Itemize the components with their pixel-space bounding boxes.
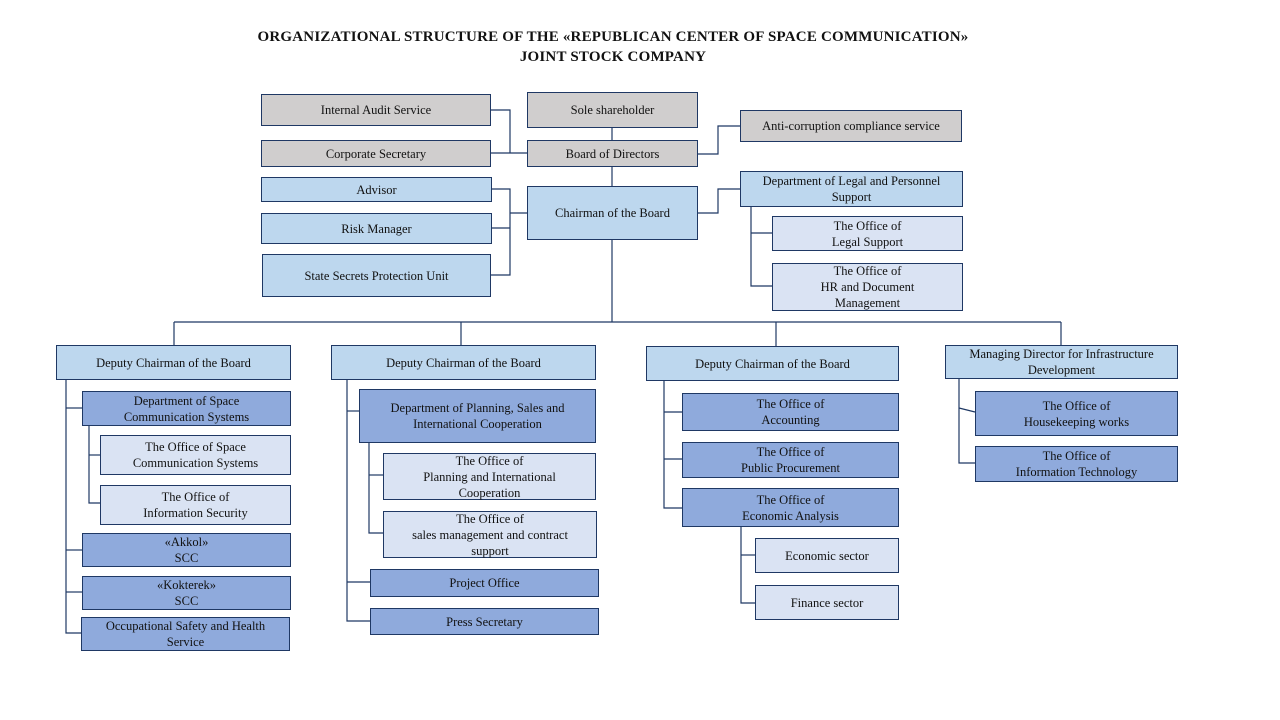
connector [65,379,82,634]
housekeeping-office-box: The Office of Housekeeping works [975,391,1178,436]
kokterek-scc-box: «Kokterek» SCC [82,576,291,610]
connector [663,380,682,509]
planning-sales-department-box: Department of Planning, Sales and Intern… [359,389,596,443]
chairman-of-the-board-box: Chairman of the Board [527,186,698,240]
occupational-safety-service-box: Occupational Safety and Health Service [81,617,290,651]
information-technology-office-box: The Office of Information Technology [975,446,1178,482]
economic-analysis-office-box: The Office of Economic Analysis [682,488,899,527]
connector [698,125,740,155]
internal-audit-service-box: Internal Audit Service [261,94,491,126]
chart-title-line1: ORGANIZATIONAL STRUCTURE OF THE «REPUBLI… [257,29,969,45]
planning-international-office-box: The Office of Planning and International… [383,453,596,500]
chart-title-line2: JOINT STOCK COMPANY [519,49,707,65]
legal-support-office-box: The Office of Legal Support [772,216,963,251]
connector [88,426,100,504]
project-office-box: Project Office [370,569,599,597]
legal-personnel-department-box: Department of Legal and Personnel Suppor… [740,171,963,207]
finance-sector-box: Finance sector [755,585,899,620]
connector [698,188,740,214]
managing-director-infrastructure-box: Managing Director for Infrastructure Dev… [945,345,1178,379]
connector [740,527,755,604]
state-secrets-protection-unit-box: State Secrets Protection Unit [262,254,491,297]
connector [750,206,772,287]
risk-manager-box: Risk Manager [261,213,492,244]
advisor-box: Advisor [261,177,492,202]
connector [346,379,370,622]
connector [491,109,511,153]
space-communication-department-box: Department of Space Communication System… [82,391,291,426]
connector [958,407,976,413]
deputy-chairman-1-box: Deputy Chairman of the Board [56,345,291,380]
connector [368,442,383,534]
deputy-chairman-3-box: Deputy Chairman of the Board [646,346,899,381]
accounting-office-box: The Office of Accounting [682,393,899,431]
press-secretary-box: Press Secretary [370,608,599,635]
sales-contract-office-box: The Office of sales management and contr… [383,511,597,558]
public-procurement-office-box: The Office of Public Procurement [682,442,899,478]
board-of-directors-box: Board of Directors [527,140,698,167]
space-communication-office-box: The Office of Space Communication System… [100,435,291,475]
deputy-chairman-2-box: Deputy Chairman of the Board [331,345,596,380]
corporate-secretary-box: Corporate Secretary [261,140,491,167]
connector [491,188,511,276]
economic-sector-box: Economic sector [755,538,899,573]
connector [958,378,975,464]
sole-shareholder-box: Sole shareholder [527,92,698,128]
akkol-scc-box: «Akkol» SCC [82,533,291,567]
anti-corruption-service-box: Anti-corruption compliance service [740,110,962,142]
hr-document-office-box: The Office of HR and Document Management [772,263,963,311]
information-security-office-box: The Office of Information Security [100,485,291,525]
